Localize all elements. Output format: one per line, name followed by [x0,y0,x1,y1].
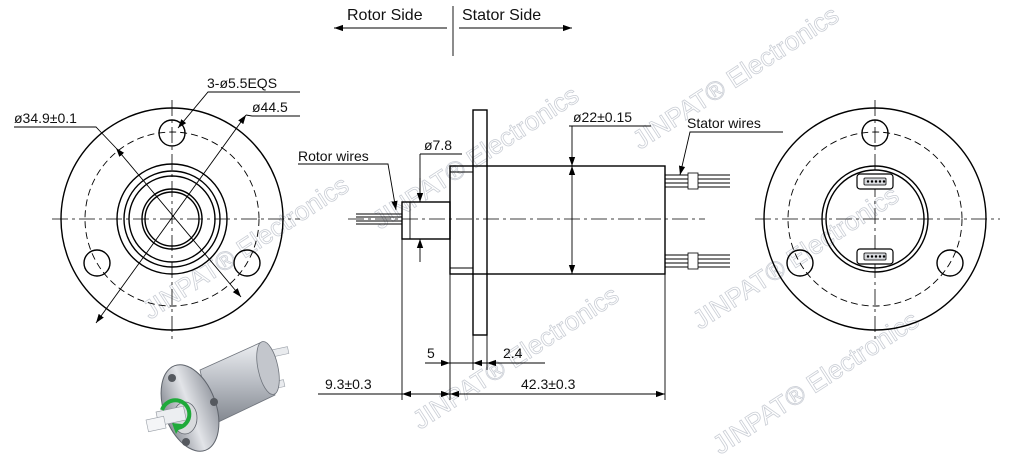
front-view-rotor: 3-ø5.5EQS ø44.5 ø34.9±0.1 [14,75,300,340]
inner-diameter-leader [14,126,117,149]
mount-hole [786,249,814,277]
front-view-stator [755,100,1000,340]
side-view: Rotor wires ø7.8 ø22±0.15 Stator wires 5… [298,109,783,400]
connector-bottom [856,248,894,265]
outer-diameter-leader [245,114,300,117]
rotor-wires-label: Rotor wires [298,148,369,164]
product-3d-render [145,341,290,452]
body [449,165,666,275]
rotor-wires-leader [298,163,398,211]
stator-wires [665,172,730,270]
rotor-side-label: Rotor Side [347,7,423,24]
flange [472,109,488,336]
side-header: Rotor Side Stator Side [334,6,572,56]
dim-body-length-label: 42.3±0.3 [521,376,576,392]
watermark: JINPAT® Electronics [367,80,584,235]
stator-wires-label: Stator wires [687,115,761,131]
rotation-arrow [160,398,192,430]
watermark: JINPAT® Electronics [707,305,924,460]
rotor-wires [356,213,402,225]
dim-rotor-length-label: 9.3±0.3 [325,376,372,392]
holes-label: 3-ø5.5EQS [207,75,277,91]
stator-wires-leader [678,131,783,176]
body-diameter-label: ø22±0.15 [573,109,632,125]
holes-leader [177,91,300,129]
dim-5-label: 5 [427,345,435,361]
shaft-diameter-label: ø7.8 [424,137,452,153]
inner-diameter-label: ø34.9±0.1 [14,110,77,126]
outer-diameter-dim-line [95,114,247,324]
mount-hole [936,249,964,277]
stator-side-label: Stator Side [462,7,541,24]
dim-2-4-label: 2.4 [503,345,523,361]
connector-top [856,173,894,190]
outer-diameter-label: ø44.5 [252,99,288,115]
